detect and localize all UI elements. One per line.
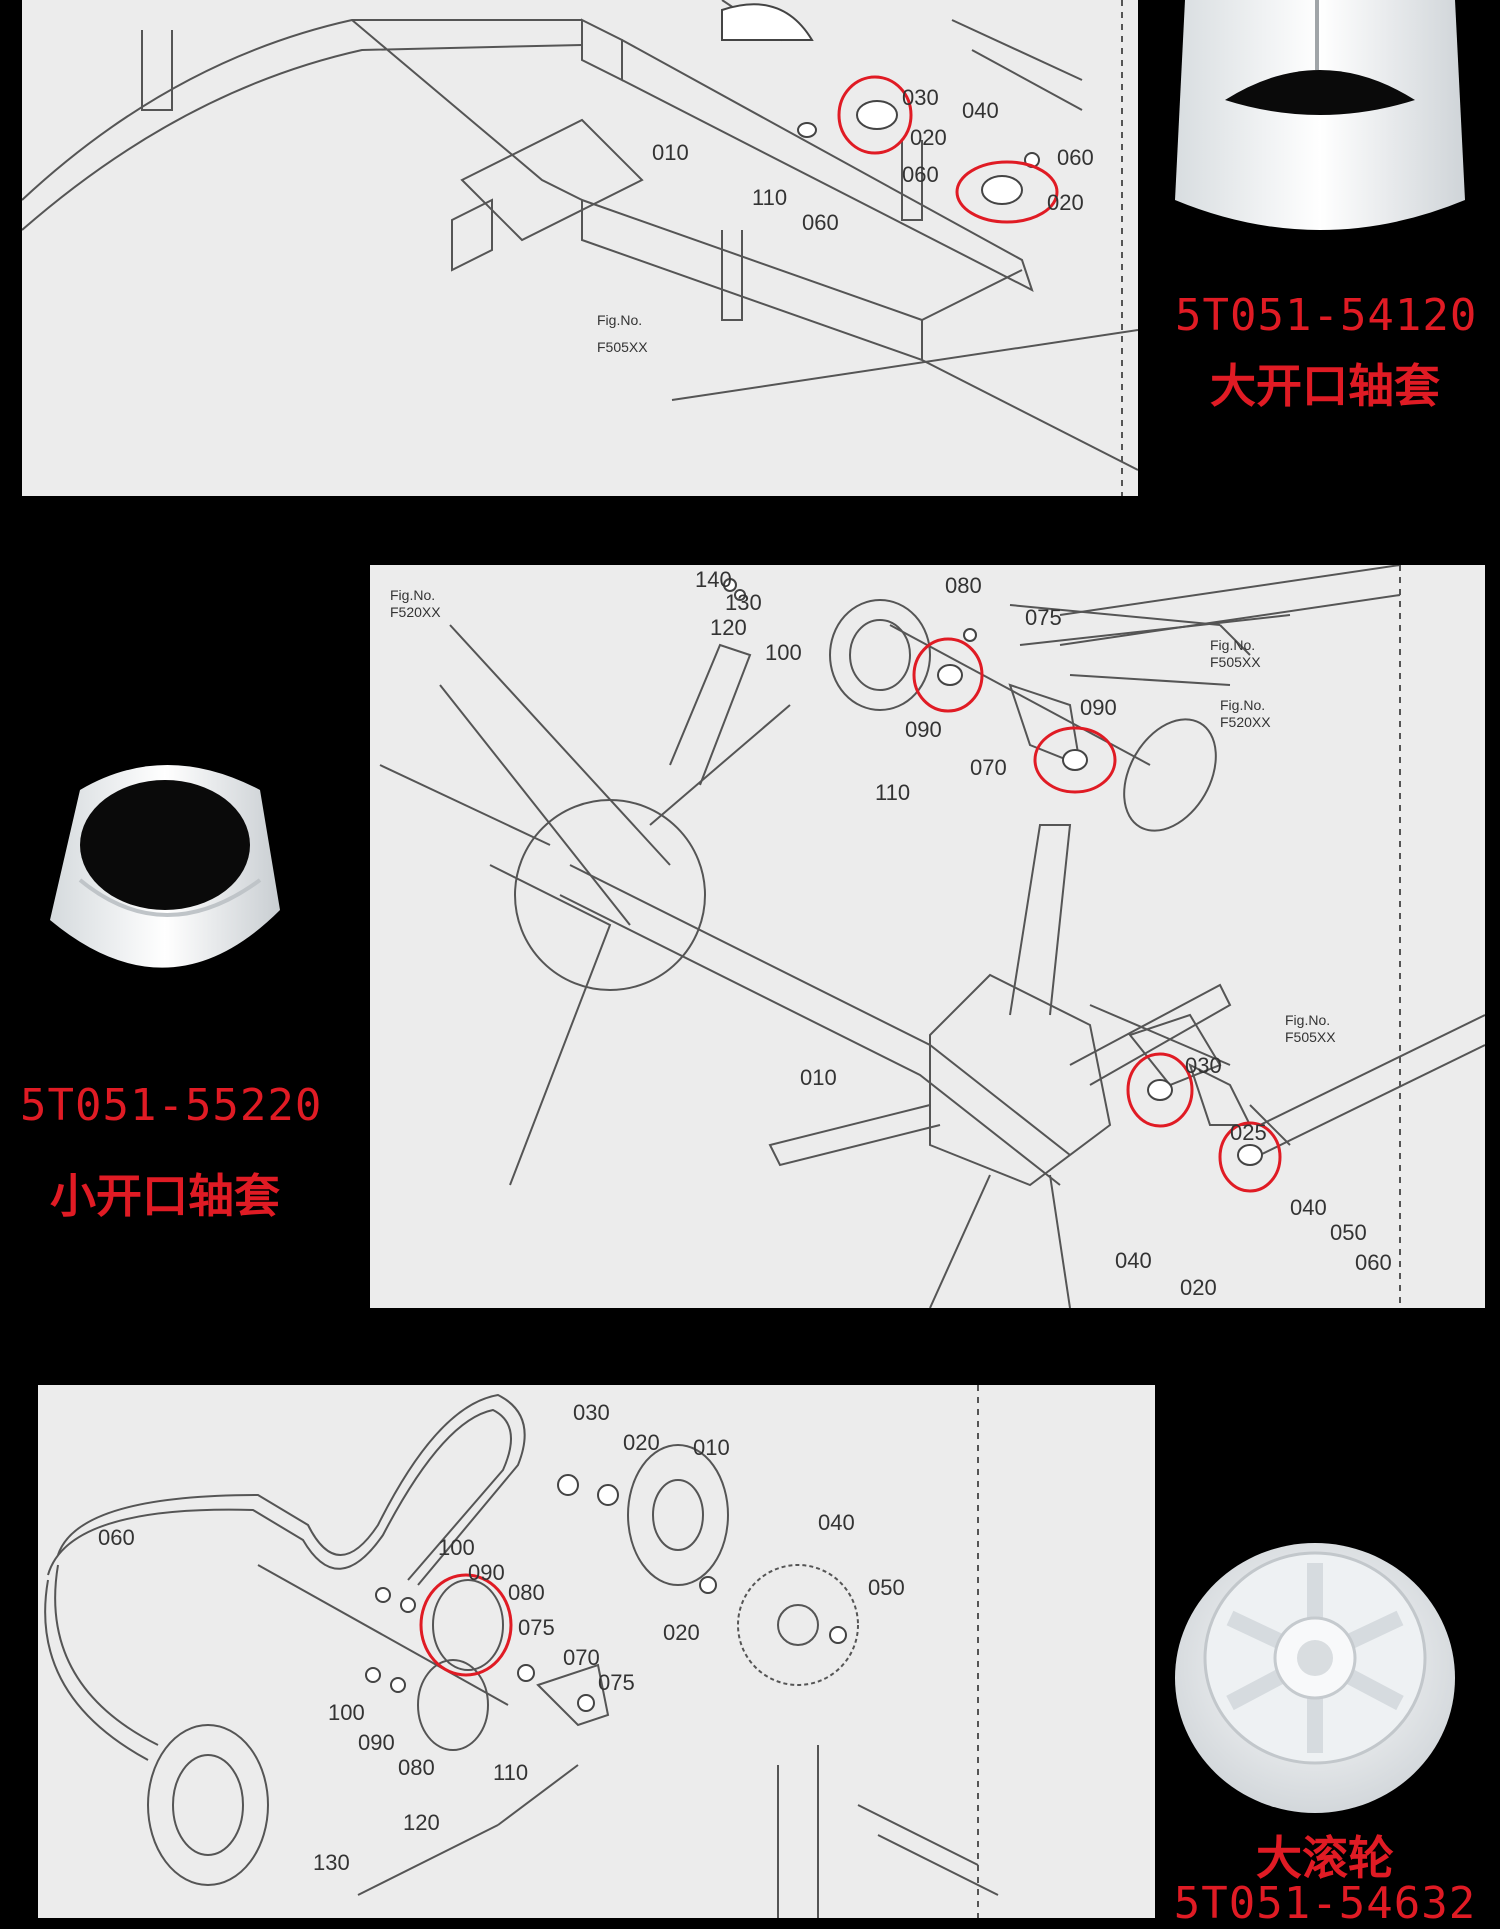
callout-label: 020	[663, 1620, 700, 1645]
callout-label: 060	[902, 162, 939, 187]
callout-label: 110	[752, 185, 787, 210]
callout-label: 030	[902, 85, 939, 110]
callout-label: 120	[710, 615, 747, 640]
part-code-1: 5T051-54120	[1175, 290, 1478, 341]
callout-label: 020	[1047, 190, 1084, 215]
parts-diagram-2: 140 130 120 100 080 075 090 070 090 110 …	[379, 565, 1485, 1308]
callout-label: 060	[802, 210, 839, 235]
callout-label: 130	[313, 1850, 350, 1875]
callout-label: 130	[725, 590, 762, 615]
callout-label: 030	[573, 1400, 610, 1425]
callout-label: 010	[652, 140, 689, 165]
callout-label: 010	[800, 1065, 837, 1090]
callout-label: 110	[493, 1760, 528, 1785]
diagram-panel-3: 030 020 010 040 050 060 100 090 080 075 …	[38, 1385, 1155, 1918]
highlight-circle	[419, 1573, 513, 1677]
callout-label: 025	[1230, 1120, 1267, 1145]
callout-label: 090	[905, 717, 942, 742]
part-code-2: 5T051-55220	[20, 1080, 323, 1131]
highlight-circle	[1126, 1052, 1194, 1128]
fig-label: Fig.No.	[597, 312, 642, 328]
fig-code: F520XX	[1220, 714, 1271, 730]
highlight-circle	[1218, 1121, 1282, 1193]
callout-label: 100	[438, 1535, 475, 1560]
bushing-small-opening-photo	[40, 750, 290, 990]
fig-label: Fig.No.	[390, 587, 435, 603]
diagram-panel-2: 140 130 120 100 080 075 090 070 090 110 …	[370, 565, 1485, 1308]
callout-label: 075	[598, 1670, 635, 1695]
fig-code: F505XX	[1285, 1029, 1336, 1045]
part-name-3: 大滚轮	[1256, 1831, 1394, 1885]
fig-label: Fig.No.	[1210, 637, 1255, 653]
callout-label: 060	[1355, 1250, 1392, 1275]
callout-label: 060	[1057, 145, 1094, 170]
large-roller-photo	[1165, 1518, 1465, 1818]
bushing-large-opening-photo	[1165, 0, 1475, 260]
callout-label: 040	[1290, 1195, 1327, 1220]
callout-label: 050	[1330, 1220, 1367, 1245]
fig-label: Fig.No.	[1220, 697, 1265, 713]
callout-label: 080	[398, 1755, 435, 1780]
parts-diagram-1: 030 020 040 060 020 010 110 060 060 Fig.…	[22, 0, 1138, 496]
callout-label: 050	[868, 1575, 905, 1600]
callout-label: 080	[508, 1580, 545, 1605]
callout-label: 070	[563, 1645, 600, 1670]
diagram-panel-1: 030 020 040 060 020 010 110 060 060 Fig.…	[22, 0, 1138, 496]
callout-label: 020	[1180, 1275, 1217, 1300]
callout-label: 075	[518, 1615, 555, 1640]
fig-label: Fig.No.	[1285, 1012, 1330, 1028]
callout-label: 030	[1185, 1053, 1222, 1078]
callout-label: 090	[358, 1730, 395, 1755]
callout-label: 100	[765, 640, 802, 665]
callout-label: 090	[468, 1560, 505, 1585]
part-name-1: 大开口轴套	[1210, 359, 1440, 413]
callout-label: 140	[695, 567, 732, 592]
callout-label: 070	[970, 755, 1007, 780]
fig-code: F505XX	[1210, 654, 1261, 670]
callout-label: 080	[945, 573, 982, 598]
callout-label: 120	[403, 1810, 440, 1835]
highlight-circle	[955, 160, 1059, 224]
callout-label: 020	[623, 1430, 660, 1455]
callout-label: 110	[875, 780, 910, 805]
highlight-circle	[1033, 726, 1117, 794]
callout-label: 100	[328, 1700, 365, 1725]
callout-label: 040	[818, 1510, 855, 1535]
callout-label: 060	[98, 1525, 135, 1550]
callout-label: 040	[962, 98, 999, 123]
callout-label: 010	[693, 1435, 730, 1460]
callout-label: 040	[1115, 1248, 1152, 1273]
parts-diagram-3: 030 020 010 040 050 060 100 090 080 075 …	[44, 1385, 999, 1918]
callout-label: 020	[910, 125, 947, 150]
part-code-3: 5T051-54632	[1173, 1878, 1477, 1929]
callout-label: 090	[1080, 695, 1117, 720]
highlight-circle	[912, 637, 984, 713]
highlight-circle	[837, 75, 913, 155]
fig-code: F520XX	[390, 604, 441, 620]
part-name-2: 小开口轴套	[50, 1169, 280, 1223]
fig-code: F505XX	[597, 339, 648, 355]
callout-label: 075	[1025, 605, 1062, 630]
